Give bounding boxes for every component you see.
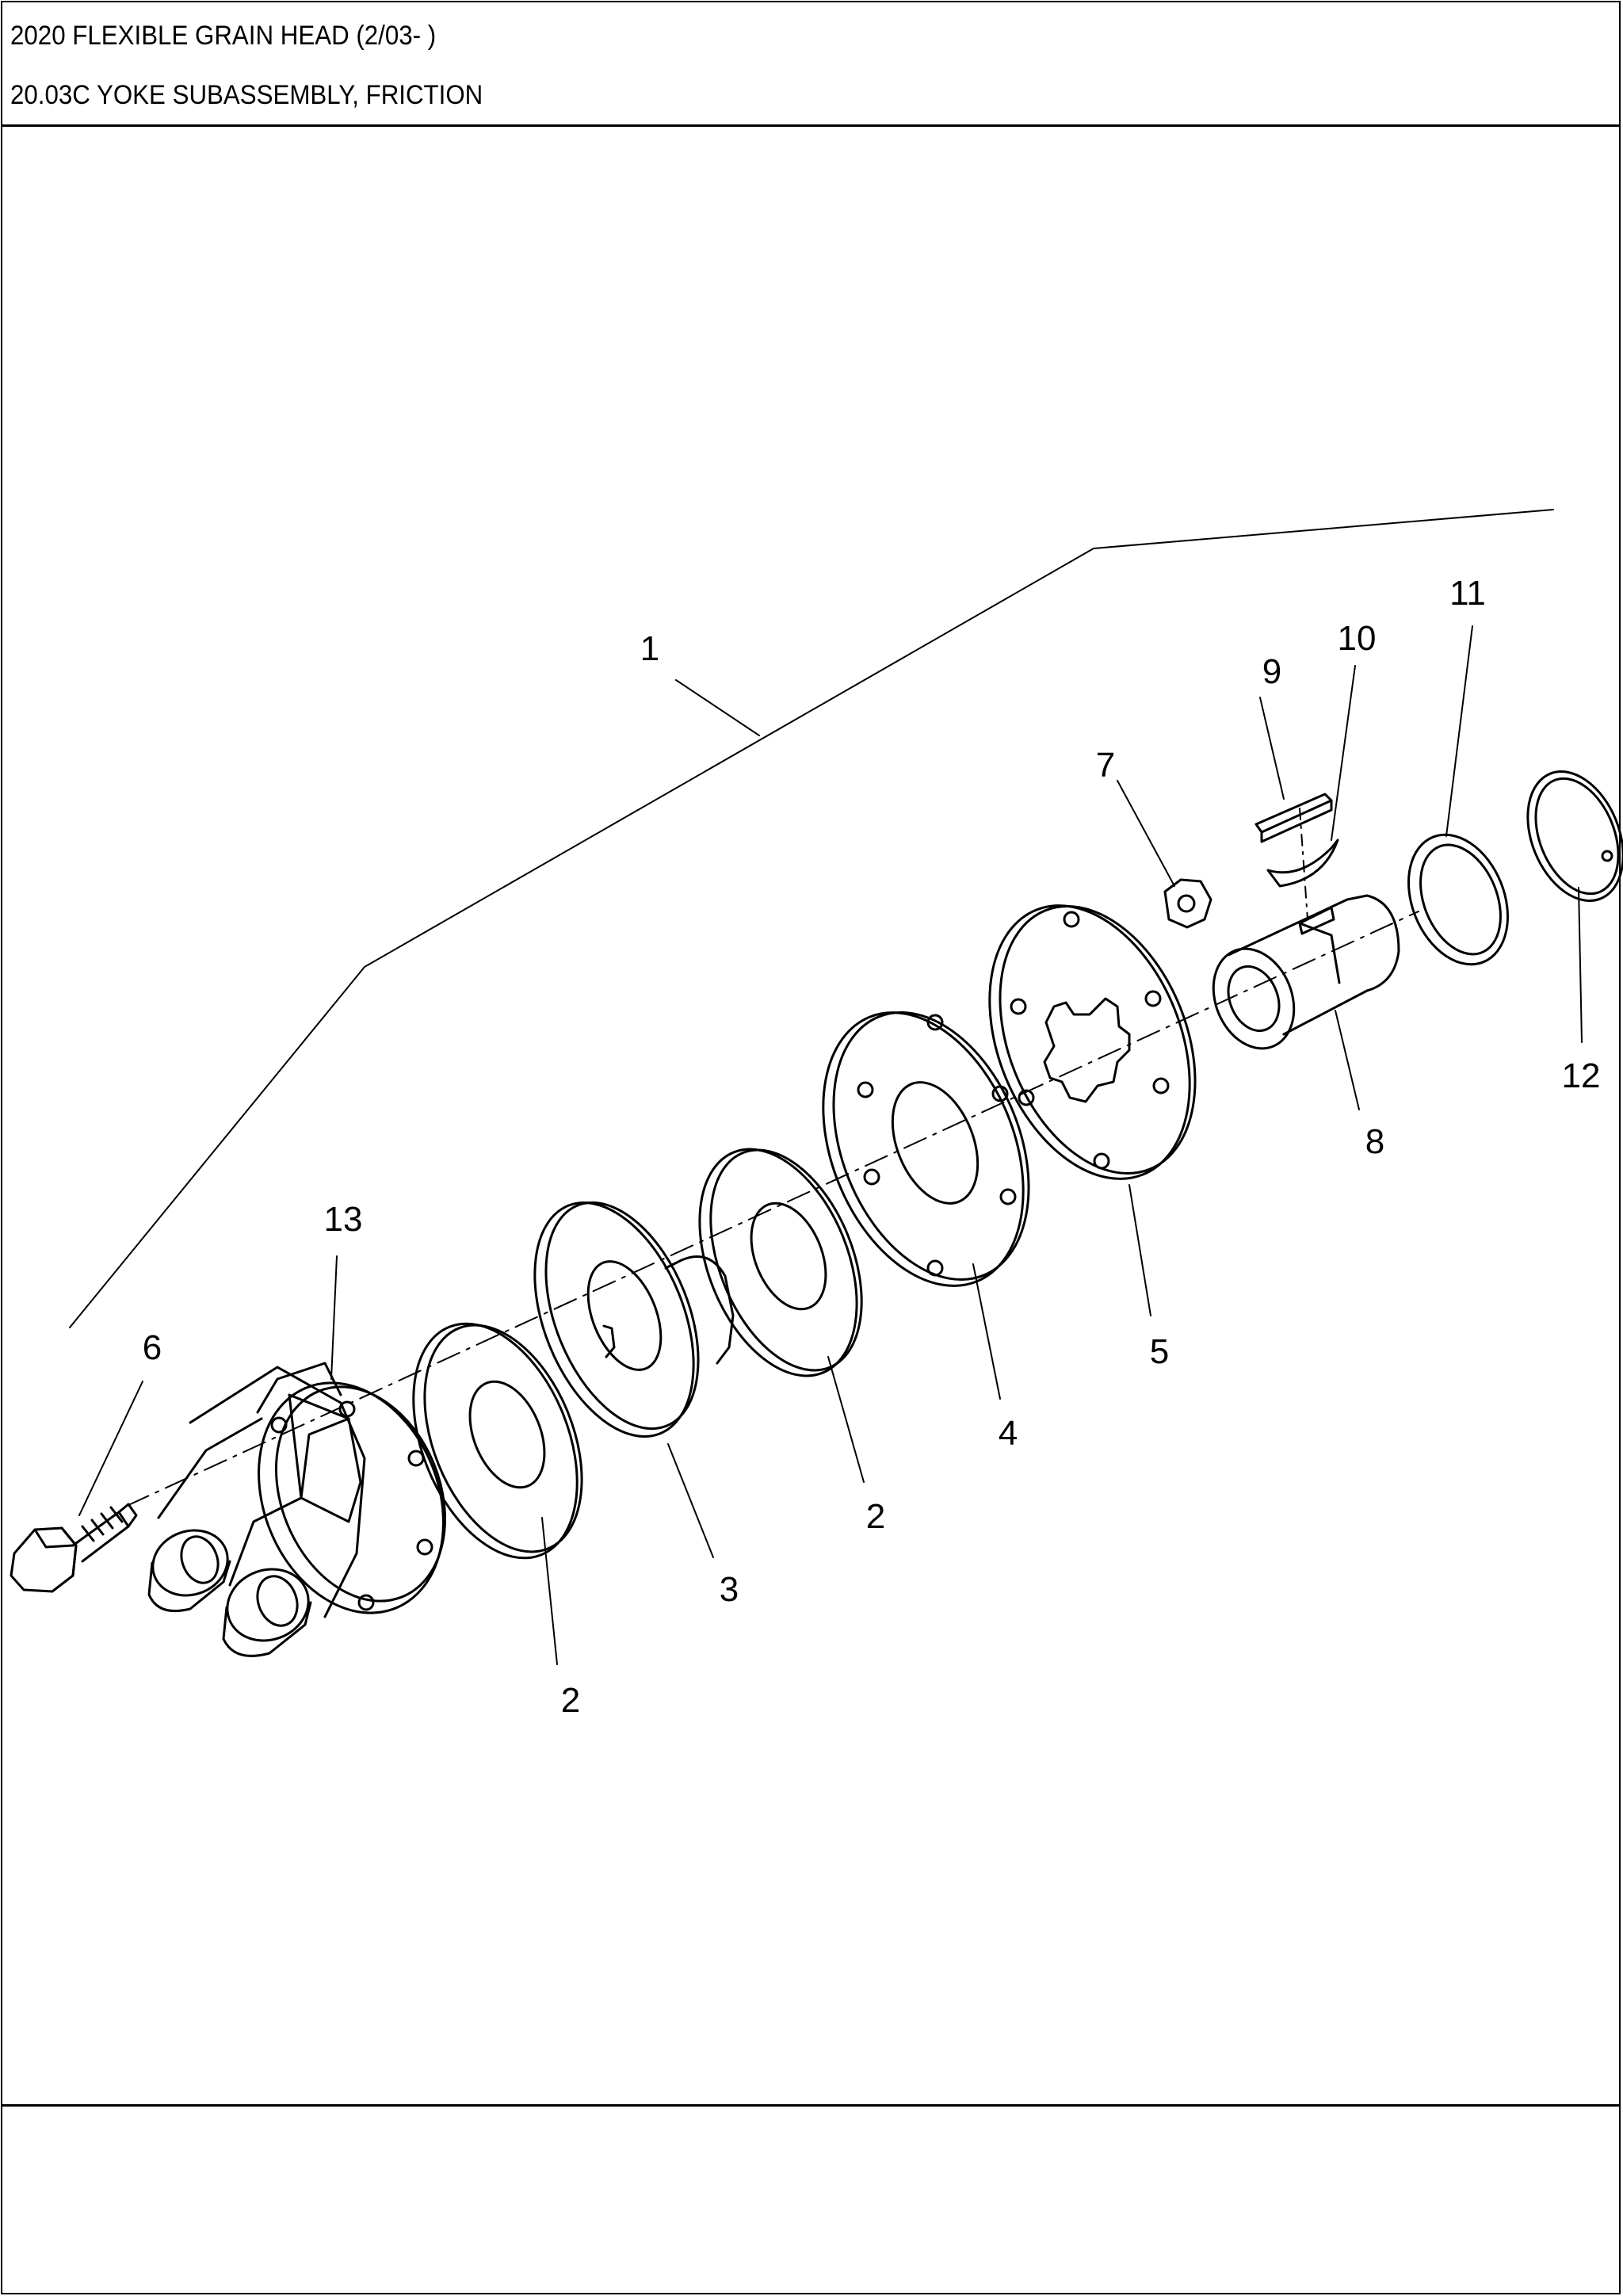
callout-2-upper: 2 (866, 1497, 885, 1536)
callout-8: 8 (1365, 1122, 1384, 1161)
leader-line-12 (1578, 887, 1583, 1043)
leader-line-10 (1331, 665, 1356, 841)
leader-line-3 (667, 1443, 714, 1558)
key-part (1254, 793, 1333, 843)
callout-4: 4 (999, 1414, 1018, 1453)
leader-line-4 (972, 1263, 1001, 1400)
woodruff-clip-part (1266, 839, 1339, 888)
callout-10: 10 (1338, 619, 1377, 658)
callout-12: 12 (1562, 1056, 1601, 1095)
yoke-part (147, 1362, 447, 1657)
nut-part (1163, 878, 1212, 929)
leader-line-8 (1335, 1010, 1360, 1110)
leader-line-6 (78, 1381, 143, 1516)
leader-line-1 (675, 679, 760, 736)
friction-disc-part (698, 1148, 863, 1377)
callout-1: 1 (640, 629, 659, 668)
callout-11: 11 (1449, 574, 1486, 613)
center-axis-line (126, 911, 1419, 1507)
section-title: 20.03C YOKE SUBASSEMBLY, FRICTION (10, 80, 483, 110)
pressure-plate-part (822, 1011, 1030, 1287)
washer-part (1407, 833, 1509, 966)
key-axis-line (1299, 808, 1308, 920)
sheet-header: 2020 FLEXIBLE GRAIN HEAD (2/03- ) 20.03C… (2, 2, 1619, 127)
leader-line-13 (330, 1255, 338, 1380)
leader-line-9 (1259, 697, 1285, 800)
callout-7: 7 (1096, 746, 1115, 785)
sheet-footer (2, 2104, 1619, 2293)
friction-disc-part (412, 1322, 583, 1560)
callout-2-lower: 2 (561, 1681, 580, 1720)
callout-3: 3 (720, 1570, 739, 1609)
leader-line-2 (541, 1517, 558, 1665)
callout-6: 6 (143, 1328, 162, 1367)
splined-sleeve-part (1212, 894, 1400, 1050)
leader-line-5 (1128, 1184, 1151, 1316)
callout-9: 9 (1262, 652, 1281, 691)
leader-line-2 (827, 1356, 865, 1483)
model-title: 2020 FLEXIBLE GRAIN HEAD (2/03- ) (10, 21, 437, 51)
callout-13: 13 (324, 1200, 363, 1239)
snap-ring-part (1526, 770, 1623, 902)
drive-plate-part (988, 904, 1197, 1180)
callout-5: 5 (1150, 1332, 1169, 1371)
bolt-part (10, 1503, 138, 1593)
assembly-bracket-line (69, 509, 1554, 1328)
leader-line-11 (1445, 625, 1473, 837)
leader-line-7 (1117, 780, 1175, 887)
